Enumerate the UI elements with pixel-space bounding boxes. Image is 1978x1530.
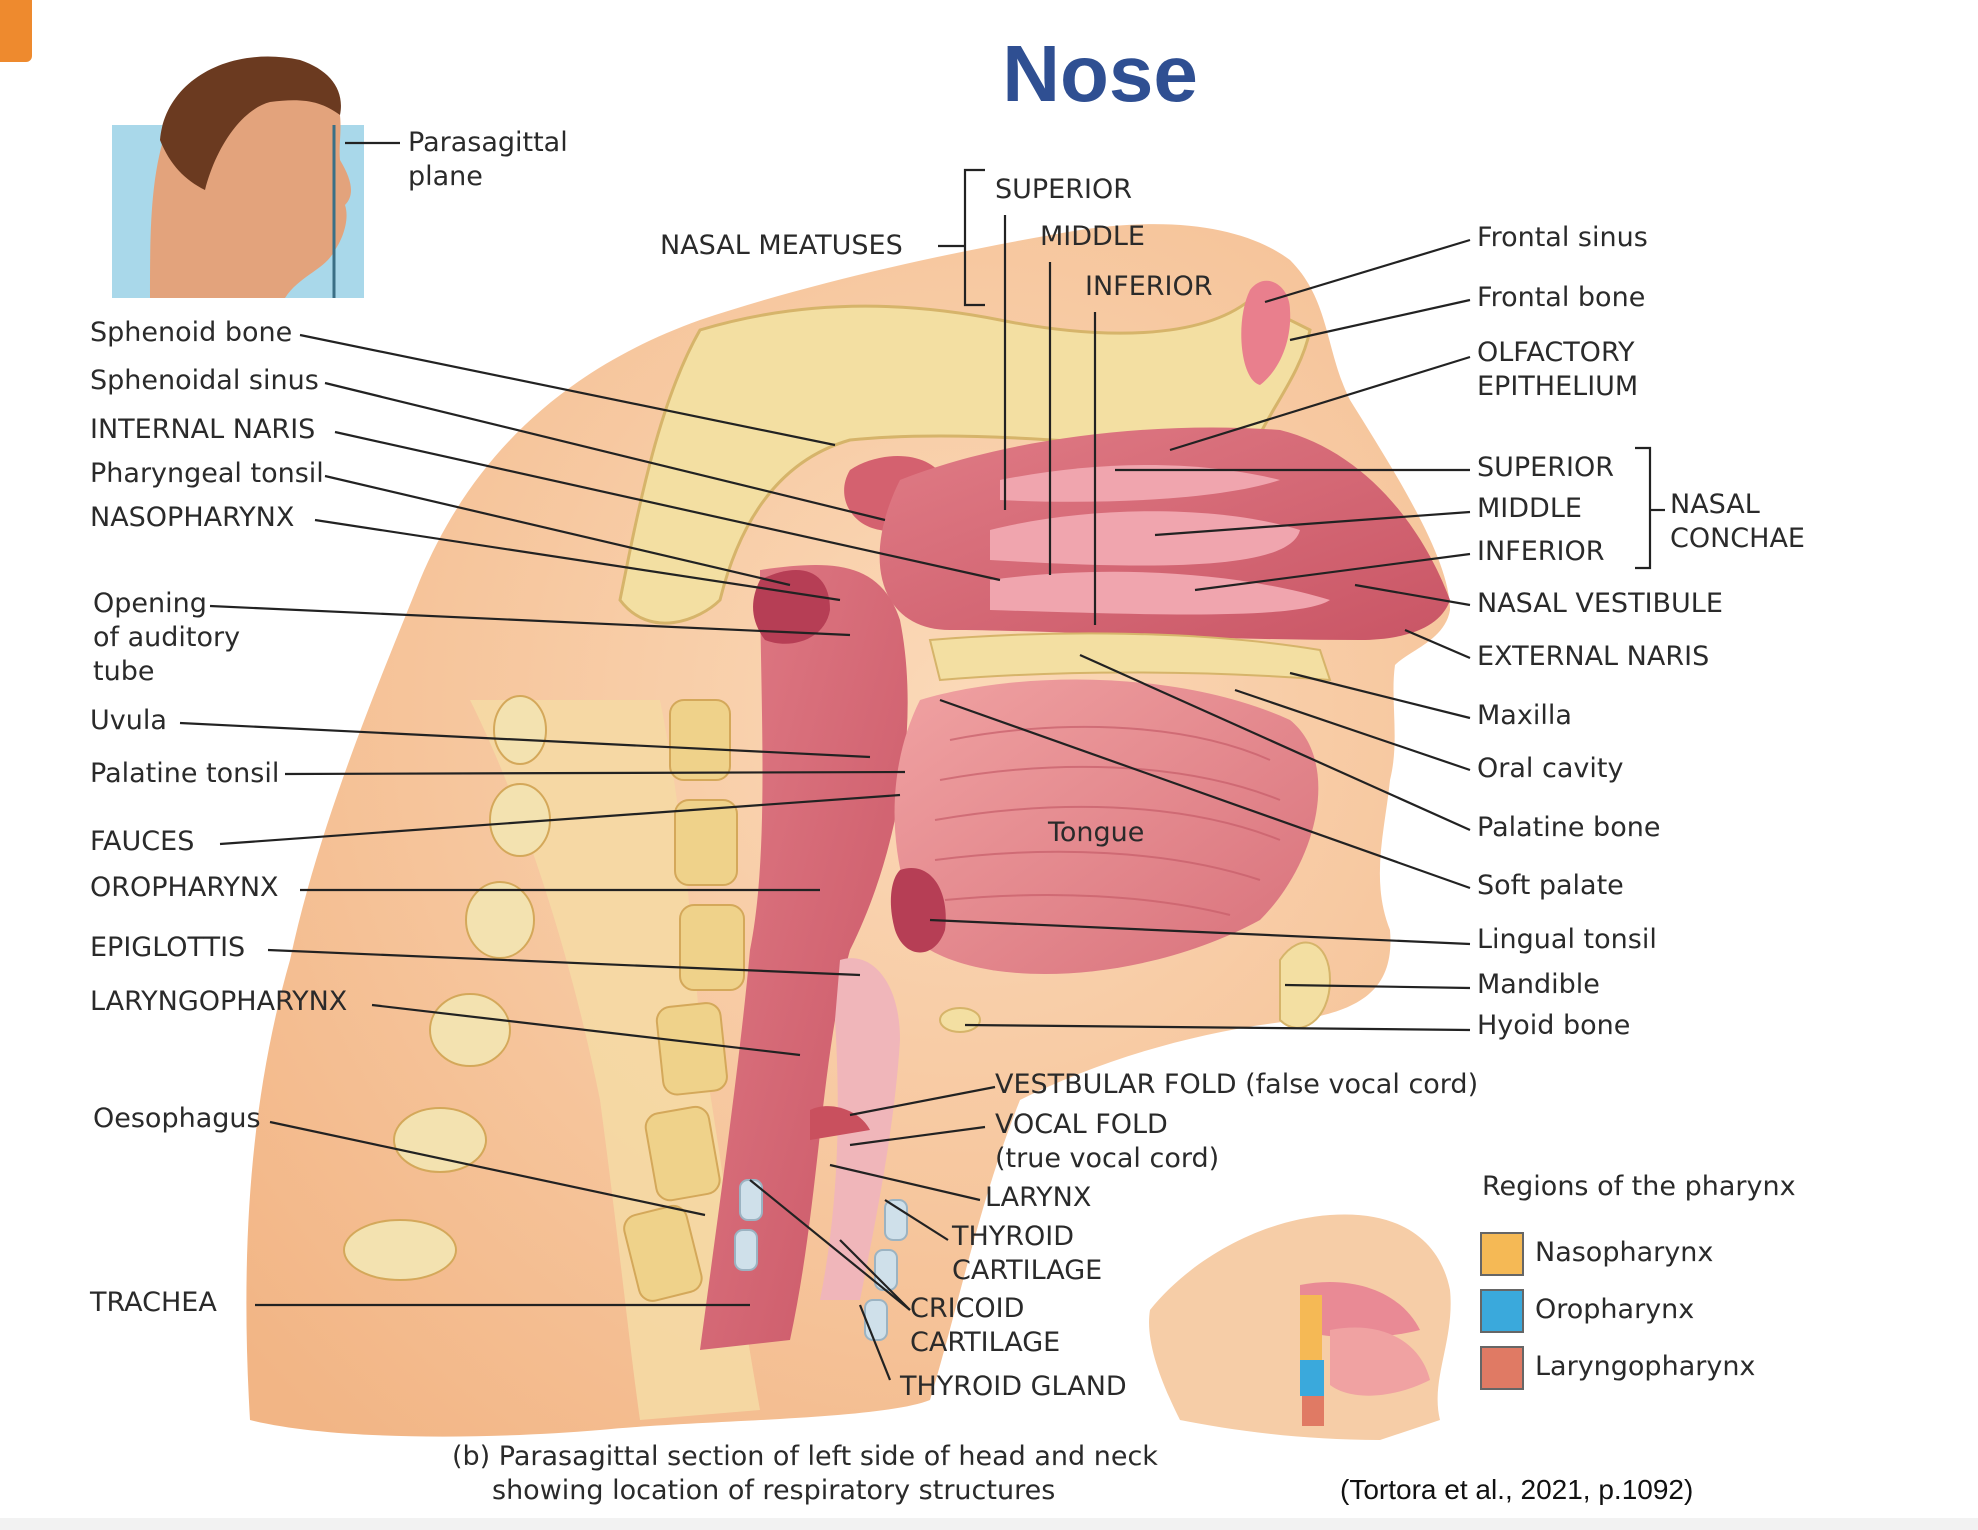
legend-label-nasopharynx: Nasopharynx (1535, 1237, 1714, 1268)
label-nasal-conchae-line2: CONCHAE (1670, 523, 1805, 554)
label-hyoid-bone: Hyoid bone (1477, 1010, 1631, 1041)
label-concha-superior: SUPERIOR (1477, 452, 1614, 483)
meatus-inferior-label: INFERIOR (1085, 271, 1213, 302)
leader-lines (179, 141, 1665, 1381)
label-lingual-tonsil: Lingual tonsil (1477, 924, 1657, 955)
caption-line2: showing location of respiratory structur… (492, 1475, 1056, 1506)
label-cricoid-cartilage-line2: CARTILAGE (910, 1327, 1061, 1358)
citation: (Tortora et al., 2021, p.1092) (1340, 1474, 1694, 1505)
parasagittal-label-line2: plane (408, 161, 483, 192)
label-concha-inferior: INFERIOR (1477, 536, 1605, 567)
label-internal-naris: INTERNAL NARIS (90, 414, 316, 445)
label-nasal-vestibule: NASAL VESTIBULE (1477, 588, 1723, 619)
inset-head-illustration (112, 56, 364, 298)
label-maxilla: Maxilla (1477, 700, 1572, 731)
parasagittal-label-line1: Parasagittal (408, 127, 568, 158)
label-opening-line1: Opening (93, 588, 207, 619)
label-fauces: FAUCES (90, 826, 195, 857)
label-tongue: Tongue (1048, 817, 1145, 848)
label-olfactory-line1: OLFACTORY (1477, 337, 1635, 368)
label-thyroid-cartilage-line1: THYROID (952, 1221, 1075, 1252)
label-sphenoid-bone: Sphenoid bone (90, 317, 293, 348)
legend-label-oropharynx: Oropharynx (1535, 1294, 1695, 1325)
legend-label-laryngopharynx: Laryngopharynx (1535, 1351, 1756, 1382)
label-sphenoidal-sinus: Sphenoidal sinus (90, 365, 319, 396)
label-cricoid-cartilage-line1: CRICOID (910, 1293, 1025, 1324)
label-thyroid-cartilage-line2: CARTILAGE (952, 1255, 1103, 1286)
label-frontal-bone: Frontal bone (1477, 282, 1646, 313)
label-nasopharynx: NASOPHARYNX (90, 502, 295, 533)
label-trachea: TRACHEA (90, 1287, 217, 1318)
label-vocal-fold-line1: VOCAL FOLD (995, 1109, 1168, 1140)
legend-swatch-laryngopharynx (1480, 1346, 1524, 1390)
label-opening-line2: of auditory (93, 622, 241, 653)
label-palatine-bone: Palatine bone (1477, 812, 1661, 843)
label-palatine-tonsil: Palatine tonsil (90, 758, 280, 789)
label-epiglottis: EPIGLOTTIS (90, 932, 246, 963)
label-soft-palate: Soft palate (1477, 870, 1624, 901)
caption-line1: (b) Parasagittal section of left side of… (452, 1441, 1158, 1472)
label-oropharynx: OROPHARYNX (90, 872, 279, 903)
label-thyroid-gland: THYROID GLAND (900, 1371, 1127, 1402)
nasal-meatuses-label: NASAL MEATUSES (660, 230, 903, 261)
legend-swatch-oropharynx (1480, 1289, 1524, 1333)
label-laryngopharynx: LARYNGOPHARYNX (90, 986, 348, 1017)
label-oral-cavity: Oral cavity (1477, 753, 1624, 784)
label-pharyngeal-tonsil: Pharyngeal tonsil (90, 458, 324, 489)
label-frontal-sinus: Frontal sinus (1477, 222, 1648, 253)
meatus-middle-label: MIDDLE (1040, 221, 1145, 252)
label-larynx: LARYNX (985, 1182, 1092, 1213)
label-opening-line3: tube (93, 656, 155, 687)
meatus-superior-label: SUPERIOR (995, 174, 1132, 205)
label-mandible: Mandible (1477, 969, 1600, 1000)
legend-swatch-nasopharynx (1480, 1232, 1524, 1276)
label-vocal-fold-line2: (true vocal cord) (995, 1143, 1220, 1174)
legend-title: Regions of the pharynx (1482, 1171, 1796, 1202)
page-title: Nose (1002, 29, 1198, 118)
label-vestibular-fold: VESTBULAR FOLD (false vocal cord) (995, 1069, 1479, 1100)
label-oesophagus: Oesophagus (93, 1103, 261, 1134)
label-olfactory-line2: EPITHELIUM (1477, 371, 1639, 402)
title-container: Nose (980, 28, 1220, 120)
footer-band (0, 1518, 1978, 1530)
label-external-naris: EXTERNAL NARIS (1477, 641, 1710, 672)
label-uvula: Uvula (90, 705, 167, 736)
regions-inset-illustration (1149, 1214, 1451, 1440)
label-nasal-conchae-line1: NASAL (1670, 489, 1760, 520)
corner-accent (0, 0, 32, 62)
label-concha-middle: MIDDLE (1477, 493, 1582, 524)
